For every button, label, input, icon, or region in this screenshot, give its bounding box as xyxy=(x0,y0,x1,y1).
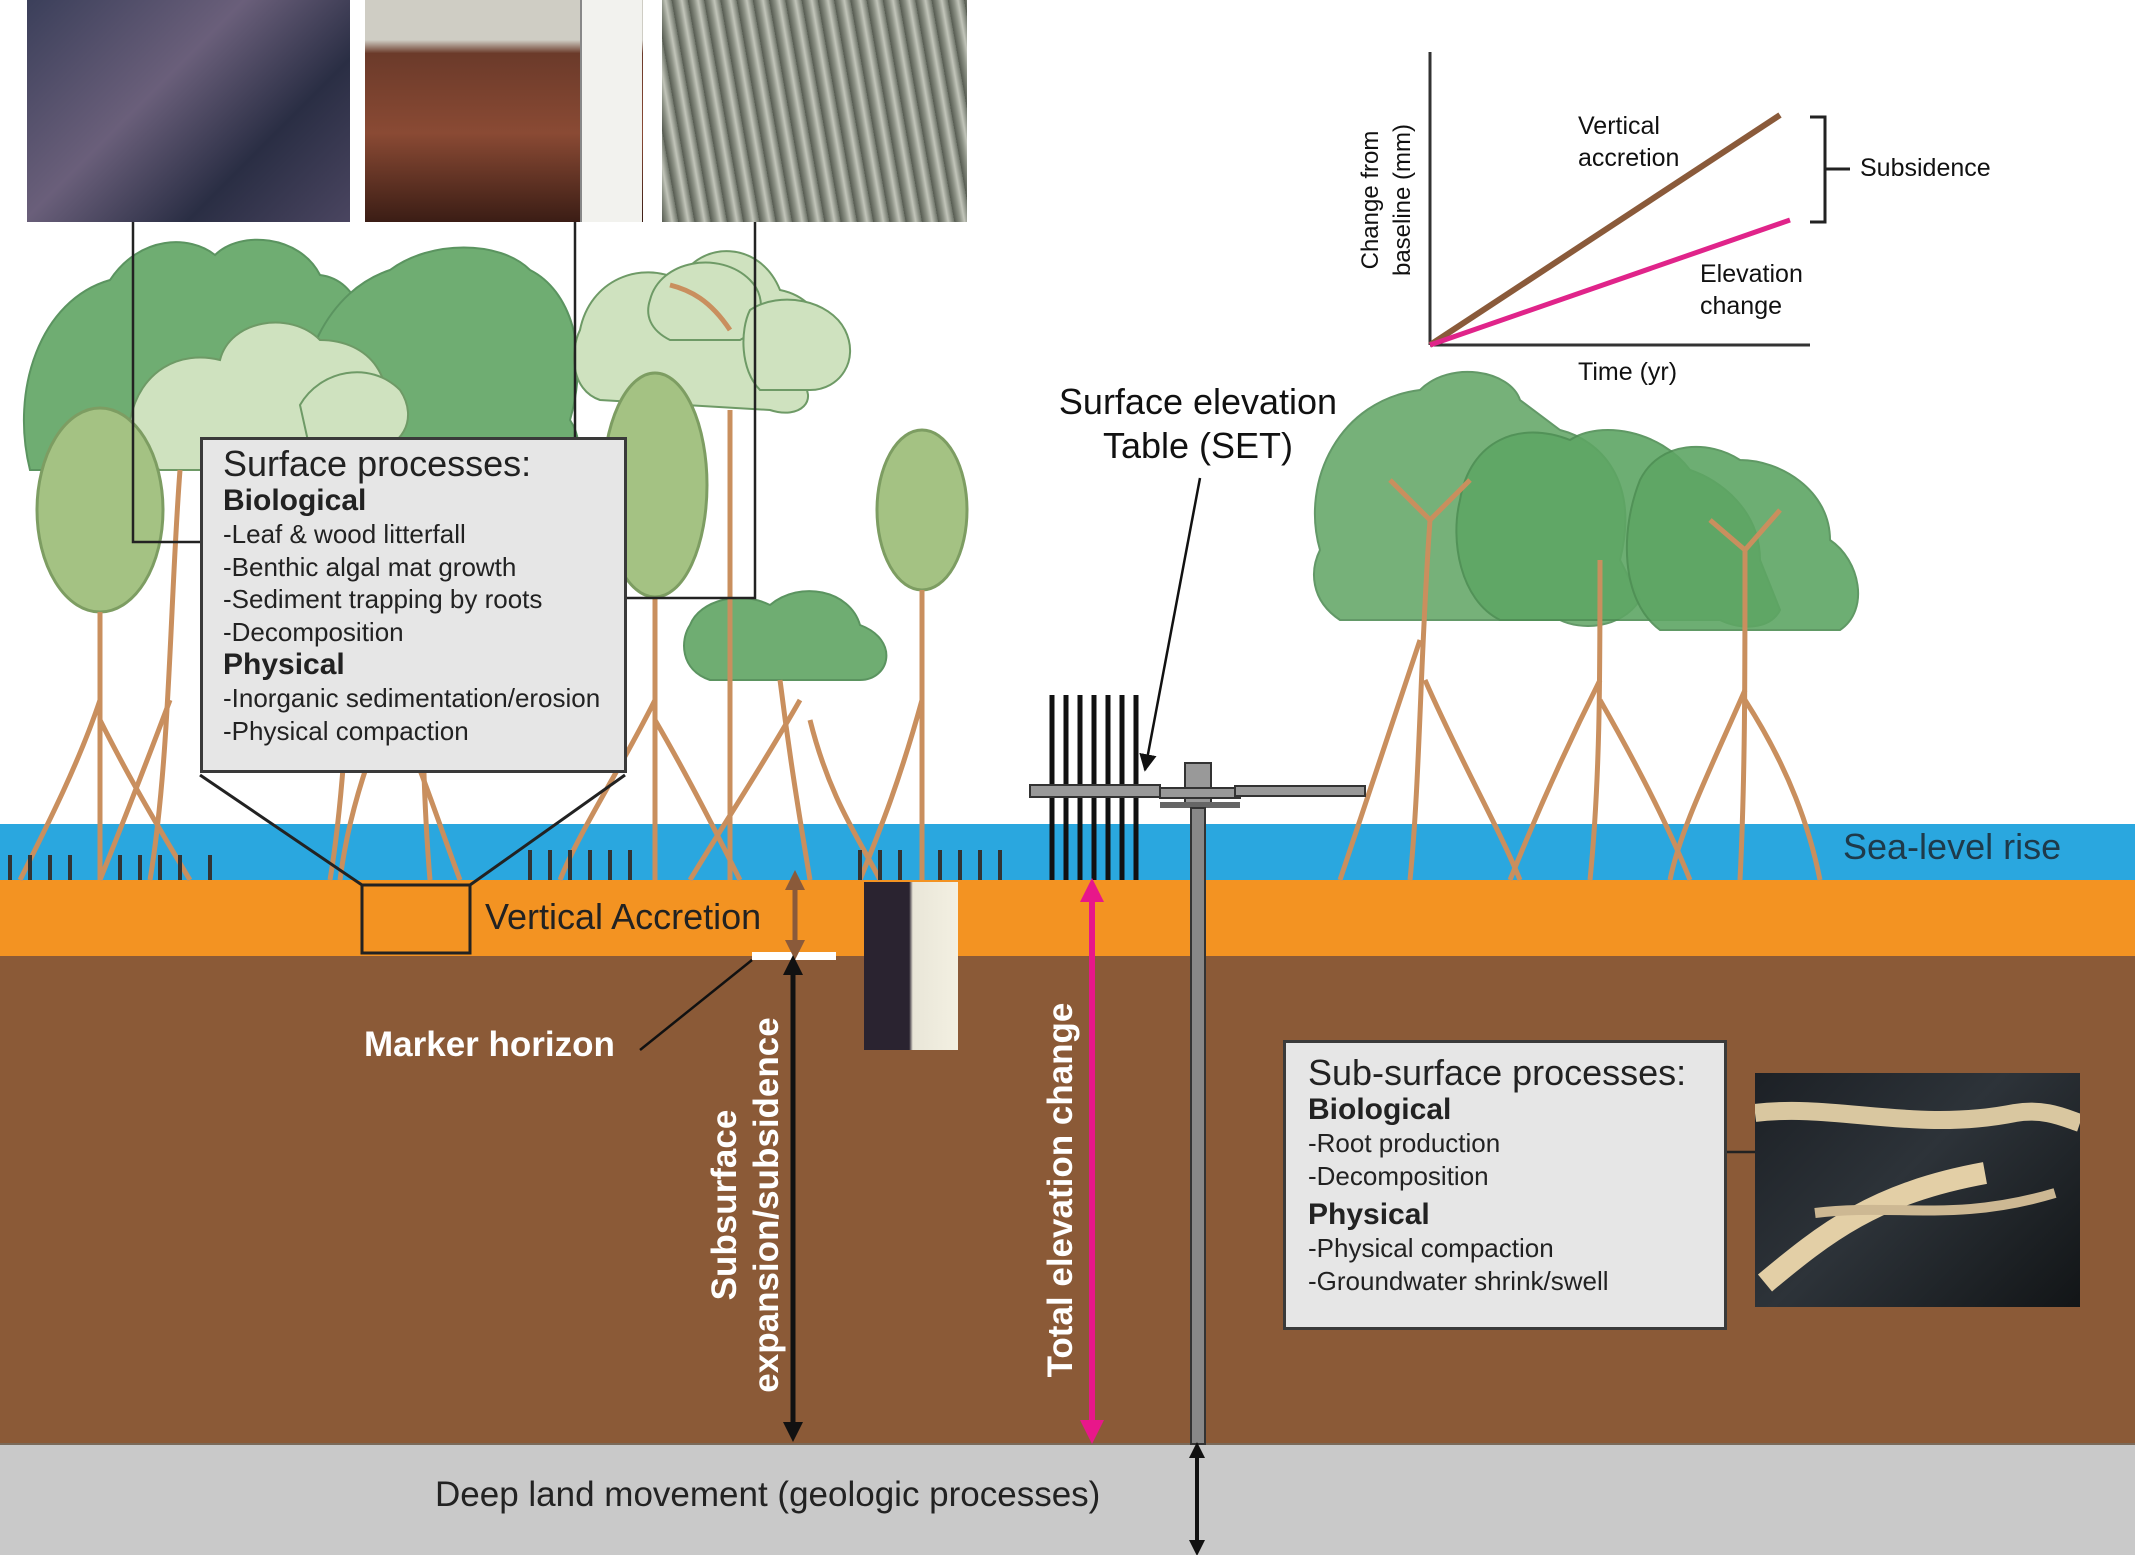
subsurface-item: -Root production xyxy=(1308,1128,1501,1158)
vertical-accretion-label: Vertical Accretion xyxy=(485,896,762,937)
surface-item: -Leaf & wood litterfall xyxy=(223,519,466,549)
subsurface-physical-heading: Physical xyxy=(1308,1198,1430,1231)
root-production-roots xyxy=(1755,1101,2080,1292)
surface-item: -Sediment trapping by roots xyxy=(223,584,543,614)
surface-processes-box: Surface processes: Biological -Leaf & wo… xyxy=(200,437,627,773)
inset-y-label: Change from baseline (mm) xyxy=(1355,124,1419,276)
subsurface-biological-heading: Biological xyxy=(1308,1093,1452,1126)
elevation-change-legend-line2: change xyxy=(1700,292,1783,320)
inset-y-label-line2: baseline (mm) xyxy=(1389,123,1416,277)
surface-item: -Inorganic sedimentation/erosion xyxy=(223,683,601,713)
mangrove-trees-left xyxy=(17,238,969,882)
inset-y-label-line1: Change from xyxy=(1357,130,1384,270)
mangrove-trees-right xyxy=(1313,370,1860,881)
subsurface-item: -Groundwater shrink/swell xyxy=(1308,1265,1609,1296)
set-instrument xyxy=(1029,695,1366,1445)
set-label-line2: Table (SET) xyxy=(1102,425,1294,466)
vertical-accretion-legend-line2: accretion xyxy=(1578,144,1680,172)
accretion-sample-square xyxy=(360,883,472,955)
sediment-core-photo xyxy=(864,882,958,1050)
roots-sediment-photo xyxy=(662,0,967,222)
subsidence-label: Subsidence xyxy=(1860,154,1991,182)
pneumatophores xyxy=(8,850,1002,880)
ruler-strip xyxy=(580,0,642,222)
subsurface-label-line1: Subsurface xyxy=(705,1109,744,1301)
set-pointer-line xyxy=(1139,477,1202,772)
elevation-change-line xyxy=(1429,217,1791,348)
set-label: Surface elevation Table (SET) xyxy=(1048,380,1348,468)
inset-x-label: Time (yr) xyxy=(1578,358,1678,386)
deep-land-movement-label: Deep land movement (geologic processes) xyxy=(435,1475,1101,1514)
set-label-line1: Surface elevation xyxy=(1058,381,1338,422)
surface-physical-heading: Physical xyxy=(223,648,345,681)
leaf-litter-photo xyxy=(27,0,350,222)
elevation-change-legend-line1: Elevation xyxy=(1700,260,1803,288)
vertical-accretion-line xyxy=(1428,112,1782,348)
subsurface-label-line2: expansion/subsidence xyxy=(747,1017,786,1393)
vertical-accretion-legend: Vertical accretion xyxy=(1578,110,1679,174)
marker-horizon-bar xyxy=(752,952,836,960)
accretion-layer xyxy=(0,880,2135,956)
surface-item: -Decomposition xyxy=(223,616,404,647)
surface-box-title: Surface processes: xyxy=(223,443,532,484)
surface-item: -Benthic algal mat growth xyxy=(223,551,517,582)
surface-biological-heading: Biological xyxy=(223,484,367,517)
subsurface-box-title: Sub-surface processes: xyxy=(1308,1052,1687,1093)
subsurface-item: -Physical compaction xyxy=(1308,1233,1554,1263)
total-elevation-change-label: Total elevation change xyxy=(1041,1002,1080,1378)
subsurface-item: -Decomposition xyxy=(1308,1160,1489,1191)
elevation-change-legend: Elevation change xyxy=(1700,258,1803,322)
inset-chart xyxy=(1428,52,1850,348)
sea-level-rise-label: Sea-level rise xyxy=(1843,826,2062,867)
marker-horizon-label: Marker horizon xyxy=(364,1025,615,1064)
vertical-accretion-legend-line1: Vertical xyxy=(1578,112,1660,140)
surface-item: -Physical compaction xyxy=(223,715,469,746)
subsurface-expansion-label: Subsurface expansion/subsidence xyxy=(704,1017,788,1392)
subsurface-processes-box: Sub-surface processes: Biological -Root … xyxy=(1283,1040,1727,1330)
bedrock-layer xyxy=(0,1444,2135,1555)
subsidence-bracket xyxy=(1810,115,1827,224)
